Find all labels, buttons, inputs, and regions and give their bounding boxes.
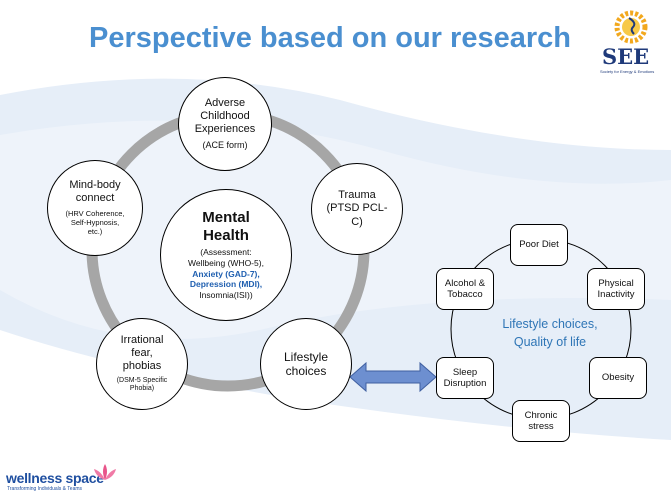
ring-node-physical-inactivity: Physical Inactivity (587, 268, 645, 310)
ring-node-alcohol-tobacco: Alcohol & Tobacco (436, 268, 494, 310)
wellness-space-logo-text: wellness space (6, 470, 104, 486)
ring-node-sleep-disruption: Sleep Disruption (436, 357, 494, 399)
ring-node-poor-diet: Poor Diet (510, 224, 568, 266)
mental-health-node: Mental Health (Assessment: Wellbeing (WH… (160, 189, 292, 321)
see-logo-text: SEE (602, 44, 650, 69)
assessment-list: (Assessment: Wellbeing (WHO-5), Anxiety … (188, 247, 264, 300)
sun-face-icon (614, 10, 648, 44)
page-title: Perspective based on our research (89, 22, 571, 54)
ace-node: Adverse Childhood Experiences (ACE form) (178, 77, 272, 171)
mind-body-node: Mind-body connect (HRV Coherence, Self-H… (47, 160, 143, 256)
lotus-icon (94, 464, 116, 480)
lifestyle-node: Lifestyle choices (260, 318, 352, 410)
mental-health-title: Mental Health (202, 209, 250, 245)
ring-node-obesity: Obesity (589, 357, 647, 399)
ring-node-chronic-stress: Chronic stress (512, 400, 570, 442)
irrational-fear-node: Irrational fear, phobias (DSM-5 Specific… (96, 318, 188, 410)
see-logo-tagline: Society for Energy & Emotions (600, 69, 655, 74)
trauma-node: Trauma (PTSD PCL- C) (311, 163, 403, 255)
wellness-space-tagline: Transforming Individuals & Teams (7, 486, 83, 492)
lifestyle-ring-label: Lifestyle choices, Quality of life (502, 317, 598, 349)
